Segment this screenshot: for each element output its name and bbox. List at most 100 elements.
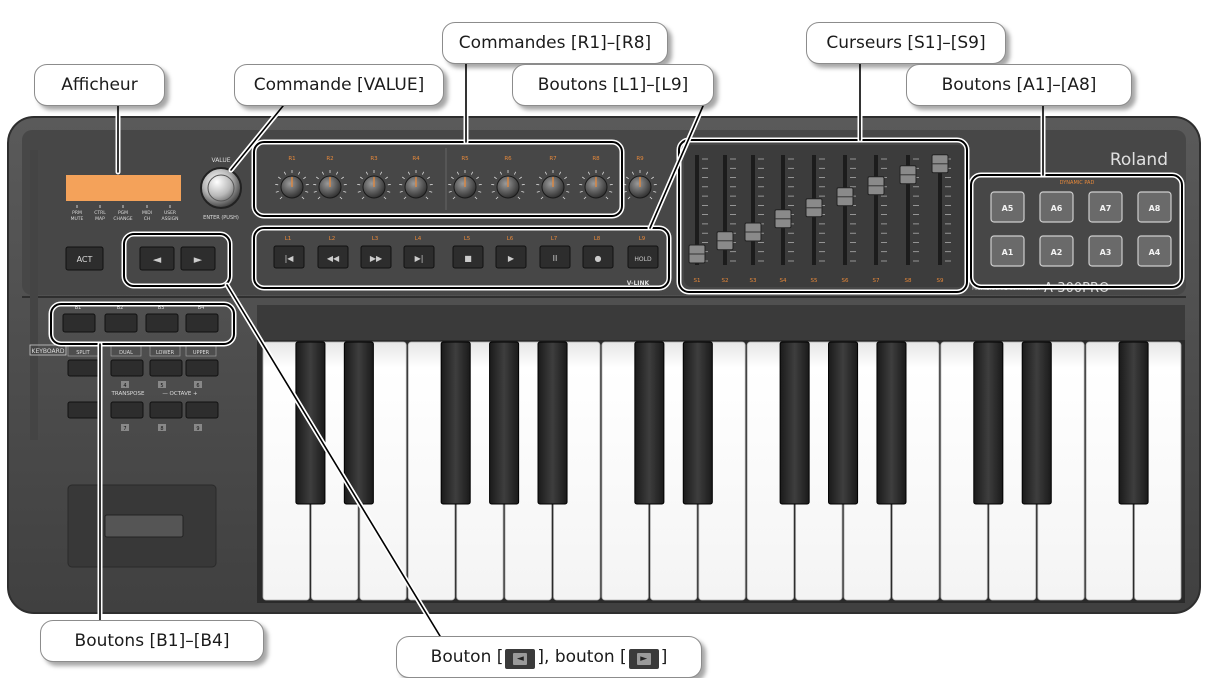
slider-label: S6 (842, 278, 849, 284)
l-button-symbol: ● (595, 254, 602, 263)
knob-label: R2 (326, 156, 333, 162)
l-button-l4[interactable] (403, 245, 435, 269)
l-button-symbol: ▶| (415, 254, 424, 263)
l-button-symbol: ▶ (508, 254, 515, 263)
right-arrow-icon: ► (194, 253, 203, 266)
act-button[interactable] (65, 246, 104, 271)
l-button-l3[interactable] (360, 245, 392, 269)
b-button-b2[interactable] (104, 313, 138, 333)
dynamic-pad-label: DYNAMIC PAD (1060, 180, 1095, 186)
left-arrow-button[interactable] (139, 246, 175, 271)
transpose-row-button[interactable] (185, 401, 219, 419)
pad-label: A8 (1149, 204, 1161, 213)
pad-a6[interactable] (1039, 191, 1074, 223)
number-label: 4 (123, 383, 126, 389)
callout-afficheur: Afficheur (34, 64, 165, 106)
pitch-bend-lever[interactable] (104, 514, 184, 538)
black-key[interactable] (489, 341, 520, 505)
l-button-l1[interactable] (273, 245, 305, 269)
knob-label: R7 (549, 156, 557, 162)
mode-label: SPLIT (76, 350, 90, 356)
l-button-l6[interactable] (495, 245, 527, 269)
pad-label: A7 (1100, 204, 1112, 213)
l-button-l7[interactable] (539, 245, 571, 269)
transpose-row-button[interactable] (67, 401, 101, 419)
number-label: 6 (196, 383, 199, 389)
pad-label: A1 (1002, 248, 1014, 257)
black-key[interactable] (828, 341, 859, 505)
display-button-label: PRM (72, 210, 82, 216)
b-button-b3[interactable] (145, 313, 179, 333)
display-button-label: ASSIGN (162, 216, 179, 222)
mode-button-dual[interactable] (110, 359, 144, 377)
pad-a5[interactable] (990, 191, 1025, 223)
pad-a8[interactable] (1137, 191, 1172, 223)
number-label: 9 (196, 426, 199, 432)
callout-boutons-l: Boutons [L1]–[L9] (512, 64, 714, 106)
transpose-row-button[interactable] (110, 401, 144, 419)
mode-button-upper[interactable] (185, 359, 219, 377)
l-button-symbol: ■ (464, 254, 472, 263)
transpose-row-button[interactable] (149, 401, 183, 419)
left-arrow-icon: ◄ (153, 253, 162, 266)
transpose-label: TRANSPOSE (111, 391, 145, 397)
black-key[interactable] (876, 341, 907, 505)
black-key[interactable] (1118, 341, 1149, 505)
callout-bouton-arrows: Bouton [ ◄ ], bouton [ ► ] (396, 636, 702, 678)
l-button-label: L5 (464, 236, 471, 242)
slider-label: S5 (811, 278, 818, 284)
knob-label: R3 (370, 156, 378, 162)
black-key[interactable] (440, 341, 471, 505)
l-button-label: L1 (285, 236, 292, 242)
display-button-label: MUTE (71, 216, 84, 222)
display-button-label: USER (164, 210, 176, 216)
mode-button-split[interactable] (67, 359, 101, 377)
callout-boutons-a: Boutons [A1]–[A8] (906, 64, 1132, 106)
mode-button-lower[interactable] (149, 359, 183, 377)
black-key[interactable] (682, 341, 713, 505)
highlight-boxes (48, 137, 1185, 347)
value-knob[interactable] (200, 167, 242, 209)
display-button-label: CH (144, 216, 151, 222)
pad-a7[interactable] (1088, 191, 1123, 223)
vlink-label: V-LINK (627, 280, 650, 287)
b-button-b4[interactable] (185, 313, 219, 333)
display-button-label: CTRL (94, 210, 106, 216)
knob-label: R1 (288, 156, 295, 162)
black-key[interactable] (343, 341, 374, 505)
l-button-label: L8 (594, 236, 601, 242)
black-key[interactable] (973, 341, 1004, 505)
pad-a1[interactable] (990, 235, 1025, 267)
l-button-l9[interactable] (627, 245, 659, 269)
l-button-l5[interactable] (452, 245, 484, 269)
value-enter-label: ENTER (PUSH) (203, 215, 239, 221)
l-button-l2[interactable] (317, 245, 349, 269)
pad-a4[interactable] (1137, 235, 1172, 267)
pad-a3[interactable] (1088, 235, 1123, 267)
l-button-l8[interactable] (582, 245, 614, 269)
black-key[interactable] (634, 341, 665, 505)
brand-logo: Roland (1110, 150, 1168, 170)
b-button-b1[interactable] (62, 313, 96, 333)
pad-a2[interactable] (1039, 235, 1074, 267)
display-button-label: PGM (118, 210, 128, 216)
black-key[interactable] (779, 341, 810, 505)
black-key[interactable] (537, 341, 568, 505)
right-arrow-button[interactable] (180, 246, 216, 271)
pad-label: A4 (1149, 248, 1161, 257)
knob-label: R8 (592, 156, 600, 162)
display-button-label: MIDI (142, 210, 152, 216)
l-button-label: L4 (415, 236, 422, 242)
slider-label: S2 (722, 278, 729, 284)
slider-label: S7 (873, 278, 880, 284)
callout-boutons-b: Boutons [B1]–[B4] (40, 620, 264, 662)
display-button-label: MAP (95, 216, 105, 222)
keyboard-keys (262, 341, 1182, 601)
knob-label: R4 (412, 156, 420, 162)
black-key[interactable] (1021, 341, 1052, 505)
